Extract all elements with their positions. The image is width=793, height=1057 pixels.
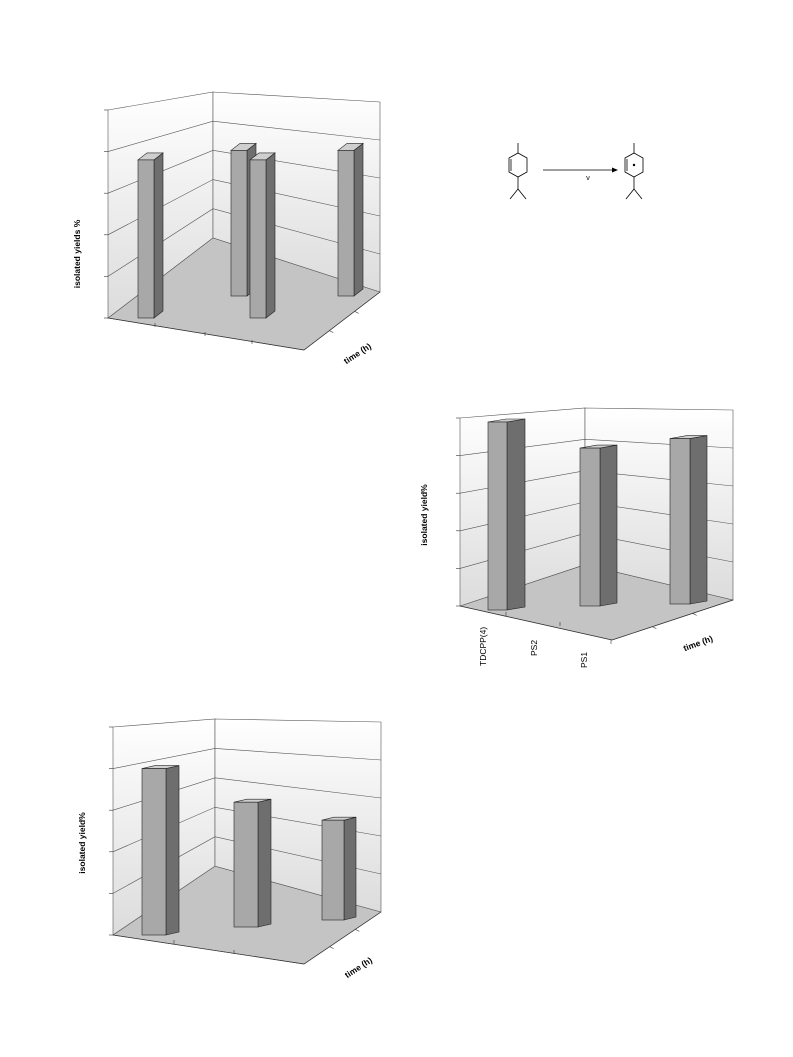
reaction-scheme: ν bbox=[508, 143, 644, 200]
bar-front-face bbox=[249, 159, 267, 319]
bar-1 bbox=[137, 152, 164, 319]
chart-2-z-axis-title: time (h) bbox=[682, 633, 714, 653]
z-tick bbox=[329, 330, 334, 333]
z-tick bbox=[692, 613, 697, 616]
bar-side-face bbox=[689, 435, 708, 605]
x-axis-line bbox=[112, 934, 305, 965]
z-axis-line bbox=[303, 291, 381, 351]
gridline bbox=[112, 748, 382, 769]
z-axis-line bbox=[611, 599, 734, 641]
x-axis-line bbox=[459, 605, 613, 641]
gridline bbox=[107, 120, 381, 152]
chart-2-y-axis-title: isolated yield% bbox=[419, 484, 429, 546]
bar-side-face bbox=[353, 142, 364, 297]
bar-3 bbox=[669, 435, 708, 605]
reactant-structure bbox=[508, 143, 528, 200]
bar-front-face bbox=[669, 438, 691, 605]
bar-side-face bbox=[153, 152, 164, 319]
bar-side-face bbox=[343, 816, 357, 921]
category-label: PS2 bbox=[529, 640, 539, 656]
bar-2 bbox=[233, 798, 272, 928]
chart-3-z-axis-title: time (h) bbox=[343, 955, 374, 980]
bar-front-face bbox=[230, 150, 248, 297]
bar-side-face bbox=[506, 418, 526, 611]
chart-3: isolated yield% time (h) bbox=[77, 718, 382, 980]
bar-front-face bbox=[233, 801, 259, 928]
chart-1-bars bbox=[137, 142, 364, 319]
bar-front-face bbox=[487, 421, 508, 611]
chart-2-bars bbox=[487, 418, 708, 611]
x-axis-line bbox=[107, 317, 305, 351]
category-label: TDCPP(4) bbox=[478, 627, 488, 666]
z-axis-line bbox=[303, 911, 382, 965]
z-tick bbox=[355, 929, 360, 932]
bar-3 bbox=[249, 152, 276, 319]
bar-front-face bbox=[321, 819, 345, 921]
bar-front-face bbox=[337, 150, 355, 297]
bar-3 bbox=[321, 816, 357, 921]
bar-front-face bbox=[141, 768, 167, 936]
reaction-arrow-label: ν bbox=[586, 175, 590, 182]
bar-front-face bbox=[579, 447, 601, 607]
bar-front-face bbox=[137, 159, 155, 319]
chart-3-bars bbox=[141, 765, 357, 936]
chart-1-z-axis-title: time (h) bbox=[342, 341, 373, 366]
z-tick bbox=[329, 946, 334, 949]
bar-2 bbox=[579, 444, 618, 607]
product-structure bbox=[624, 143, 644, 200]
z-tick bbox=[652, 626, 657, 629]
bar-side-face bbox=[257, 798, 272, 928]
chart-1-y-axis-title: isolated yields % bbox=[72, 219, 82, 288]
chart-1: isolated yields % time (h) bbox=[72, 91, 381, 366]
reaction-arrowhead bbox=[612, 167, 618, 173]
bar-side-face bbox=[265, 152, 276, 319]
chart-3-y-axis-title: isolated yield% bbox=[77, 812, 87, 874]
category-label: PS1 bbox=[579, 652, 589, 668]
bar-1 bbox=[141, 765, 180, 936]
z-tick bbox=[354, 311, 359, 314]
bar-4 bbox=[337, 142, 364, 297]
bar-side-face bbox=[599, 444, 618, 607]
bar-side-face bbox=[165, 765, 180, 936]
bar-1 bbox=[487, 418, 526, 611]
